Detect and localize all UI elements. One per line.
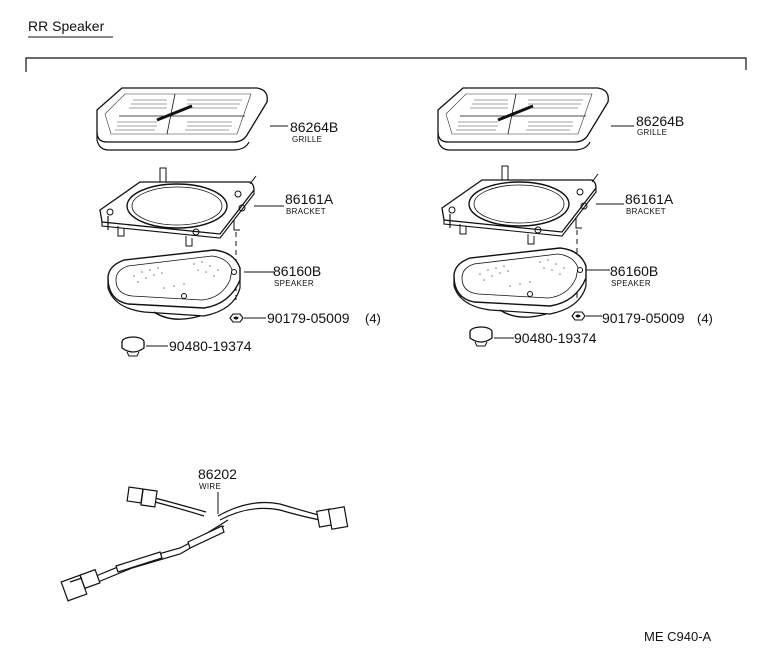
speaker-label-right: SPEAKER [611,279,651,288]
grille-label-right: GRILLE [637,128,667,137]
nut-qty-left: (4) [365,311,381,326]
nut-part-number-right: 90179-05009 [602,310,685,326]
speaker-label-left: SPEAKER [274,279,314,288]
nut-drawing-left [229,313,244,323]
left-assembly: 86264B GRILLE 86161A BRACKET 86160B SPEA… [95,86,381,357]
wire-label: WIRE [199,482,221,491]
wire-part-number: 86202 [198,466,237,482]
nut-part-number-left: 90179-05009 [267,310,350,326]
speaker-part-number-right: 86160B [610,263,658,279]
grille-drawing-left [95,86,269,152]
wire-assembly: 86202 WIRE [60,466,349,602]
diagram-title: RR Speaker [28,18,105,34]
grille-drawing-right [436,86,610,152]
right-assembly: 86264B GRILLE 86161A BRACKET 86160B SPEA… [436,86,713,347]
bracket-label-right: BRACKET [626,207,666,216]
grille-part-number-right: 86264B [636,113,684,129]
bracket-label-left: BRACKET [286,207,326,216]
nut-qty-right: (4) [697,311,713,326]
group-bracket-line [25,57,747,72]
bracket-drawing-left [99,167,257,247]
grommet-part-number-left: 90480-19374 [169,338,252,354]
grille-label-left: GRILLE [292,135,322,144]
speaker-drawing-right [453,247,587,318]
bracket-part-number-right: 86161A [625,191,674,207]
bracket-part-number-left: 86161A [285,191,334,207]
wire-harness-drawing [60,486,349,602]
speaker-part-number-left: 86160B [273,263,321,279]
grommet-drawing-right [469,326,493,347]
grommet-drawing-left [121,336,145,357]
nut-drawing-right [571,311,586,321]
grille-part-number-left: 86264B [290,119,338,135]
grommet-part-number-right: 90480-19374 [514,330,597,346]
diagram-code: ME C940-A [644,629,712,644]
speaker-drawing-left [107,249,241,320]
bracket-drawing-right [441,165,599,245]
